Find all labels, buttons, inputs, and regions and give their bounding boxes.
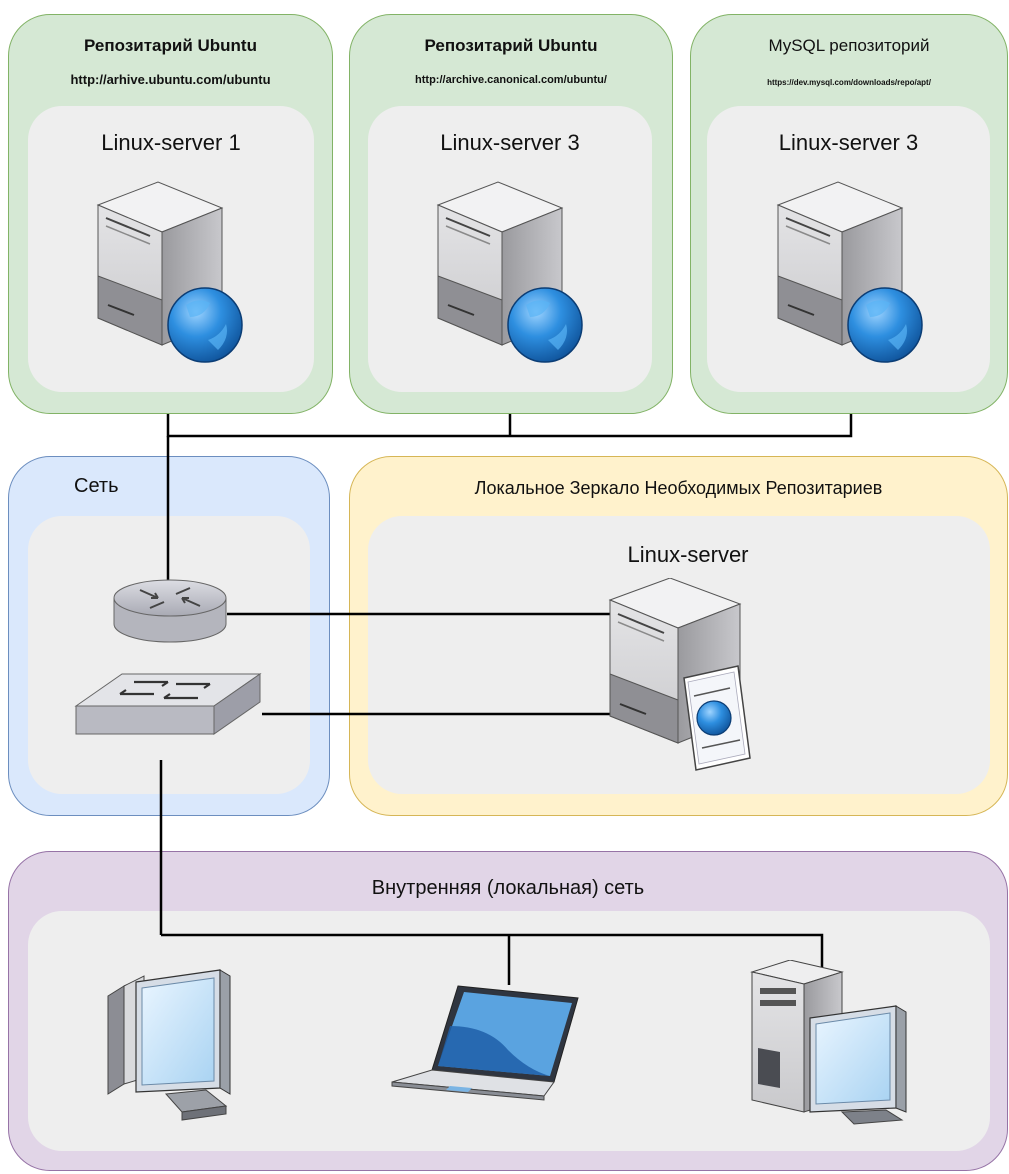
server-globe-icon (436, 181, 583, 363)
server-label: Linux-server 3 (440, 130, 580, 155)
repo-url: https://dev.mysql.com/downloads/repo/apt… (767, 78, 931, 87)
server-label: Linux-server 1 (101, 130, 241, 155)
repo-url: http://arhive.ubuntu.com/ubuntu (70, 72, 271, 87)
mirror-server-label: Linux-server (627, 542, 749, 567)
server-globe-icon (776, 181, 923, 363)
web-server-document-icon (608, 578, 751, 771)
repo-title: Репозитарий Ubuntu (84, 36, 257, 55)
server-globe-icon (96, 181, 243, 363)
repo-title: Репозитарий Ubuntu (424, 36, 598, 55)
wire-lan-bus (161, 933, 824, 968)
workstation-icon (750, 960, 907, 1125)
switch-icon (74, 673, 262, 735)
lan-title: Внутренняя (локальная) сеть (371, 877, 645, 899)
router-icon (113, 579, 227, 643)
desktop-pc-icon (107, 969, 231, 1121)
network-title: Сеть (74, 475, 119, 497)
server-label: Linux-server 3 (778, 130, 919, 155)
laptop-icon (391, 985, 579, 1101)
repo-title: MySQL репозиторий (768, 36, 930, 55)
mirror-title: Локальное Зеркало Необходимых Репозитари… (474, 478, 883, 498)
repo-url: http://archive.canonical.com/ubuntu/ (415, 74, 607, 86)
